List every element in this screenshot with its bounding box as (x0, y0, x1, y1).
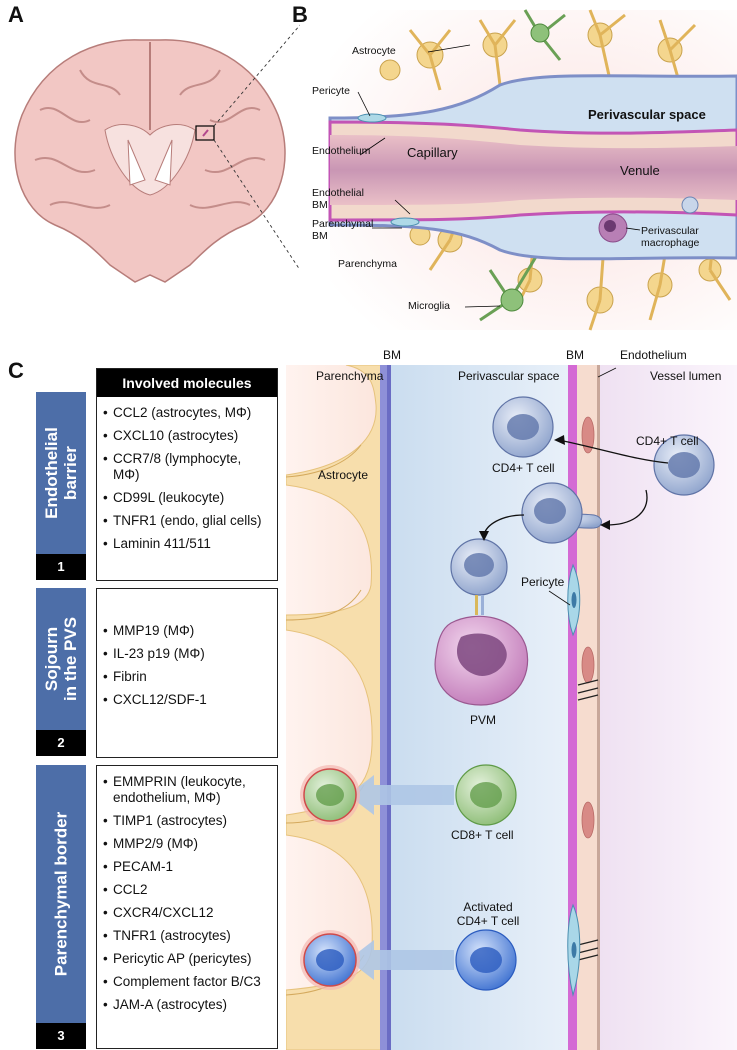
label-activated-cd4-t-cell: Activated CD4+ T cell (448, 900, 528, 928)
molecule-item: JAM-A (astrocytes) (103, 997, 271, 1013)
molecule-list-1: CCL2 (astrocytes, MΦ) CXCL10 (astrocytes… (97, 397, 277, 552)
molecule-list-2: MMP19 (MΦ) IL-23 p19 (MΦ) Fibrin CXCL12/… (97, 589, 277, 708)
label-pericyte-b: Pericyte (312, 85, 350, 97)
molecule-item: CCL2 (103, 882, 271, 898)
molecules-box-2: MMP19 (MΦ) IL-23 p19 (MΦ) Fibrin CXCL12/… (96, 588, 278, 758)
label-cd8-t-cell: CD8+ T cell (451, 828, 514, 842)
label-parenchymal-bm: Parenchymal BM (312, 218, 374, 242)
section-tab-2: Sojourn in the PVS 2 (36, 588, 86, 756)
panel-c-diagram (286, 365, 737, 1050)
molecule-item: Laminin 411/511 (103, 536, 271, 552)
section-1-number: 1 (36, 554, 86, 580)
label-parenchyma-b: Parenchyma (338, 258, 397, 270)
molecule-item: CCR7/8 (lymphocyte, MΦ) (103, 451, 271, 483)
label-bm-left: BM (383, 348, 401, 362)
label-endothelium-c: Endothelium (620, 348, 687, 362)
molecules-box-1: Involved molecules CCL2 (astrocytes, MΦ)… (96, 368, 278, 581)
label-pvm: PVM (470, 713, 497, 727)
label-bm-right: BM (566, 348, 584, 362)
molecule-list-3: EMMPRIN (leukocyte, endothelium, MΦ) TIM… (97, 766, 277, 1013)
label-endothelial-bm: Endothelial BM (312, 187, 364, 211)
label-cd4-t-cell-lumen: CD4+ T cell (636, 434, 699, 448)
label-activated-line1: Activated (463, 900, 513, 914)
molecule-item: Pericytic AP (pericytes) (103, 951, 271, 967)
label-pericyte-c: Pericyte (521, 575, 565, 589)
panel-label-a: A (8, 2, 24, 27)
label-activated-line2: CD4+ T cell (456, 914, 520, 928)
molecule-item: CCL2 (astrocytes, MΦ) (103, 405, 271, 421)
brain-coronal-section (14, 24, 300, 283)
label-perivascular-space-b: Perivascular space (588, 107, 706, 122)
molecule-item: TIMP1 (astrocytes) (103, 813, 271, 829)
section-2-number: 2 (36, 730, 86, 756)
section-1-title-line2: barrier (61, 446, 80, 500)
label-astrocyte-b: Astrocyte (352, 45, 396, 57)
label-venule: Venule (620, 163, 660, 178)
inset-box (195, 125, 215, 141)
label-endothelium-b: Endothelium (312, 145, 371, 157)
label-perivascular-space-c: Perivascular space (458, 369, 560, 383)
involved-molecules-header: Involved molecules (97, 369, 277, 397)
molecule-item: IL-23 p19 (MΦ) (103, 646, 271, 662)
section-2-title-line1: Sojourn (42, 626, 61, 692)
molecule-item: TNFR1 (astrocytes) (103, 928, 271, 944)
label-vessel-lumen: Vessel lumen (650, 369, 722, 383)
molecule-item: PECAM-1 (103, 859, 271, 875)
molecule-item: EMMPRIN (leukocyte, endothelium, MΦ) (103, 774, 271, 806)
section-tab-3: Parenchymal border 3 (36, 765, 86, 1049)
molecule-item: Complement factor B/C3 (103, 974, 271, 990)
section-3-number: 3 (36, 1023, 86, 1049)
section-1-title: Endothelial barrier (42, 427, 80, 519)
section-3-title: Parenchymal border (52, 812, 71, 976)
label-parenchyma-c: Parenchyma (316, 369, 384, 383)
molecule-item: CXCL10 (astrocytes) (103, 428, 271, 444)
molecule-item: CXCR4/CXCL12 (103, 905, 271, 921)
molecules-box-3: EMMPRIN (leukocyte, endothelium, MΦ) TIM… (96, 765, 278, 1049)
label-cd4-t-cell-pvs: CD4+ T cell (492, 461, 555, 475)
section-2-title: Sojourn in the PVS (42, 617, 80, 701)
panel-label-c: C (8, 358, 24, 383)
label-capillary: Capillary (407, 145, 458, 160)
molecule-item: CXCL12/SDF-1 (103, 692, 271, 708)
molecule-item: CD99L (leukocyte) (103, 490, 271, 506)
label-microglia: Microglia (408, 300, 451, 312)
molecule-item: Fibrin (103, 669, 271, 685)
panel-b-illustration (328, 9, 737, 331)
section-2-title-line2: in the PVS (61, 616, 80, 702)
molecule-item: TNFR1 (endo, glial cells) (103, 513, 271, 529)
molecule-item: MMP2/9 (MΦ) (103, 836, 271, 852)
label-astrocyte-c: Astrocyte (318, 468, 369, 482)
label-perivascular-macrophage: Perivascular macrophage (641, 225, 700, 249)
panel-label-b: B (292, 2, 308, 27)
section-tab-1: Endothelial barrier 1 (36, 392, 86, 580)
molecule-item: MMP19 (MΦ) (103, 623, 271, 639)
section-3-title-line1: Parenchymal border (51, 811, 71, 977)
section-1-title-line1: Endothelial (42, 427, 61, 519)
